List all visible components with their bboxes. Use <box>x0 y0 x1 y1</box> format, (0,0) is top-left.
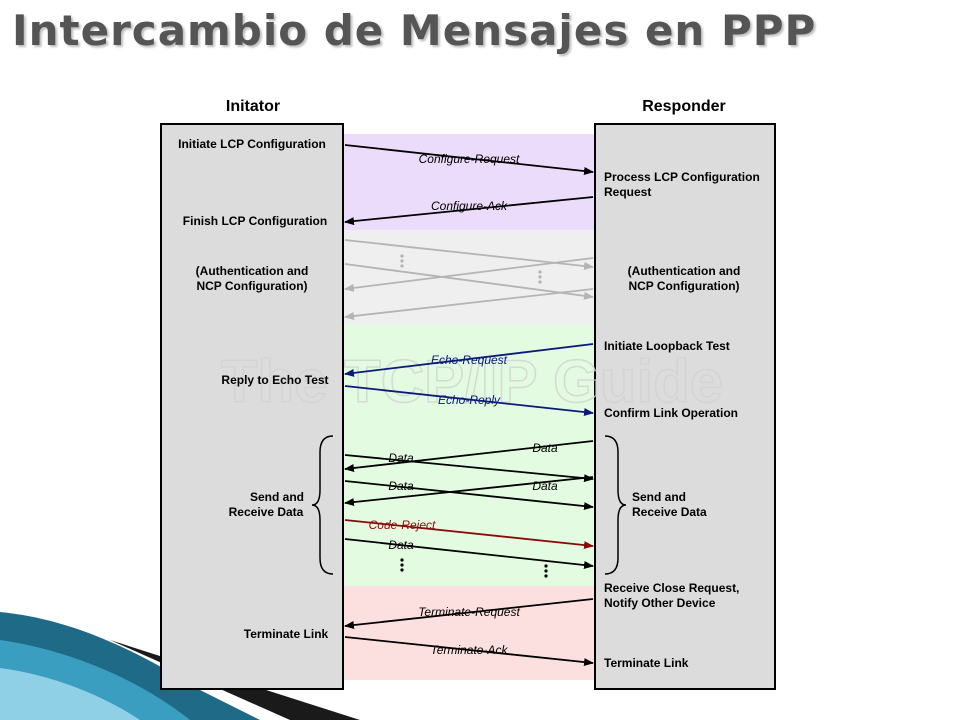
responder-label-close-request-1: Receive Close Request, <box>604 581 739 595</box>
initiator-label-finish-lcp: Finish LCP Configuration <box>183 214 327 228</box>
data-ellipsis-left-dot <box>400 563 404 567</box>
initiator-label-send-receive-1: Send and <box>250 490 304 504</box>
arrow-echo-reply <box>344 385 594 417</box>
msg-data-3: Data <box>388 479 414 493</box>
initiator-label-reply-echo: Reply to Echo Test <box>221 373 328 387</box>
data-ellipsis-right-dot <box>544 574 548 578</box>
slide-title: Intercambio de Mensajes en PPP <box>12 6 817 55</box>
arrow-echo-request <box>344 343 594 377</box>
auth-ellipsis-right-dot <box>538 270 542 274</box>
arrow-terminate-ack <box>344 636 594 667</box>
initiator-column <box>160 123 344 690</box>
data-ellipsis-right-dot <box>544 564 548 568</box>
responder-label-send-receive-2: Receive Data <box>632 505 707 519</box>
auth-ellipsis-right-dot <box>538 275 542 279</box>
arrow-auth-4 <box>344 288 594 320</box>
initiator-label-send-receive-2: Receive Data <box>229 505 304 519</box>
initiator-brace <box>311 435 334 575</box>
slide-corner-decoration <box>0 612 360 720</box>
msg-echo-reply: Echo-Reply <box>438 393 501 407</box>
msg-data-1: Data <box>388 451 414 465</box>
msg-terminate-ack: Terminate-Ack <box>431 643 509 657</box>
responder-label-process-lcp-2: Request <box>604 185 651 199</box>
responder-label-initiate-loopback: Initiate Loopback Test <box>604 339 730 353</box>
arrow-configure-request <box>344 144 594 176</box>
auth-ellipsis-left-dot <box>400 254 404 258</box>
initiator-label-auth-ncp-2: NCP Configuration) <box>196 279 307 293</box>
responder-brace <box>604 435 627 575</box>
auth-phase-band <box>343 230 595 325</box>
responder-label-send-receive-1: Send and <box>632 490 686 504</box>
initiator-label-auth-ncp-1: (Authentication and <box>196 264 309 278</box>
msg-code-reject: Code-Reject <box>369 518 436 532</box>
arrow-data-left-1 <box>344 440 594 472</box>
auth-ellipsis-left-dot <box>400 264 404 268</box>
msg-terminate-request: Terminate-Request <box>418 605 520 619</box>
initiator-header: Initator <box>226 98 280 115</box>
msg-echo-request: Echo-Request <box>431 353 508 367</box>
responder-label-terminate-link: Terminate Link <box>604 656 689 670</box>
arrow-auth-3 <box>344 263 594 300</box>
msg-data-5: Data <box>388 538 414 552</box>
auth-ellipsis-left-dot <box>400 259 404 263</box>
terminate-phase-band <box>343 586 595 680</box>
arrow-data-right-2 <box>344 480 594 511</box>
initiator-label-initiate-lcp: Initiate LCP Configuration <box>178 137 326 151</box>
data-ellipsis-left-dot <box>400 558 404 562</box>
msg-configure-ack: Configure-Ack <box>431 199 508 213</box>
responder-label-close-request-2: Notify Other Device <box>604 596 716 610</box>
responder-label-auth-ncp-1: (Authentication and <box>628 264 741 278</box>
responder-label-auth-ncp-2: NCP Configuration) <box>628 279 739 293</box>
arrow-configure-ack <box>344 196 594 226</box>
msg-data-2: Data <box>532 441 558 455</box>
arrow-data-right-3 <box>344 538 594 570</box>
arrow-data-right-1 <box>344 454 594 483</box>
arrow-data-left-2 <box>344 476 594 507</box>
data-ellipsis-left-dot <box>400 568 404 572</box>
responder-label-process-lcp-1: Process LCP Configuration <box>604 170 760 184</box>
auth-ellipsis-right-dot <box>538 280 542 284</box>
msg-data-4: Data <box>532 479 558 493</box>
arrow-terminate-request <box>344 598 594 630</box>
responder-column <box>594 123 776 690</box>
arrow-code-reject <box>344 519 594 550</box>
responder-label-confirm-link: Confirm Link Operation <box>604 406 738 420</box>
initiator-label-terminate-link: Terminate Link <box>244 627 329 641</box>
data-ellipsis-right-dot <box>544 569 548 573</box>
responder-header: Responder <box>642 98 726 115</box>
msg-configure-request: Configure-Request <box>419 152 520 166</box>
arrow-auth-2 <box>344 257 594 292</box>
